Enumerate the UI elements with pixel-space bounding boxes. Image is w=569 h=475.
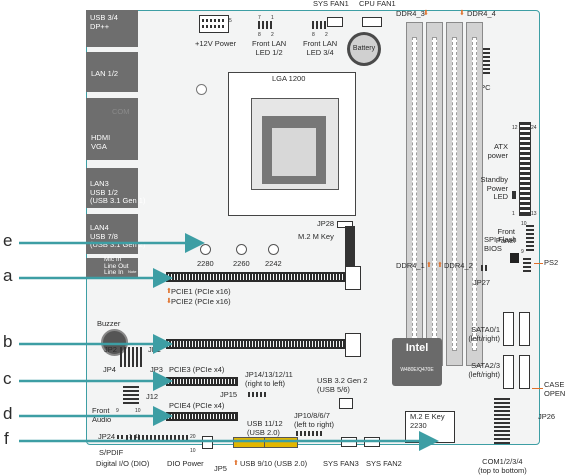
callout-letter-e: e [3, 231, 12, 251]
callout-letter-d: d [3, 404, 12, 424]
callout-letter-b: b [3, 332, 12, 352]
callout-letter-f: f [4, 429, 9, 449]
callout-letter-a: a [3, 266, 12, 286]
callout-letter-c: c [3, 369, 12, 389]
